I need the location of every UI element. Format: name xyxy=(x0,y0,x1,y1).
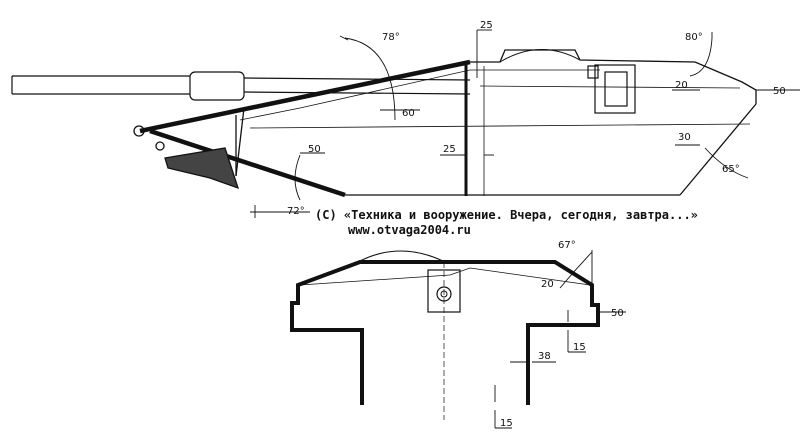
dim-lower-front-angle: 72° xyxy=(287,206,305,217)
side-dimension-lines xyxy=(250,29,800,218)
dim-side-upper: 20 xyxy=(541,279,554,290)
dim-upper-angle: 78° xyxy=(382,32,400,43)
dim-rear-wall: 50 xyxy=(773,86,786,97)
cross-section-view: 67° 20 50 15 38 15 xyxy=(290,240,626,429)
side-view: 78° 60 25 80° 20 50 25 30 65° 50 72° xyxy=(11,20,800,218)
gun-barrel xyxy=(11,71,741,101)
dim-lower-side: 38 xyxy=(538,351,551,362)
dim-bulkhead: 25 xyxy=(443,144,456,155)
dim-upper-thickness: 60 xyxy=(402,108,415,119)
dim-rear-lower-angle: 65° xyxy=(722,164,740,175)
lower-front-armor xyxy=(149,128,346,198)
dim-rear-upper: 20 xyxy=(675,80,688,91)
breech-block xyxy=(587,64,636,114)
caption-line-1: (С) «Техника и вооружение. Вчера, сегодн… xyxy=(315,208,698,222)
hull-outline xyxy=(239,49,757,196)
section-dimension-lines xyxy=(494,250,626,429)
front-linkage xyxy=(133,107,245,190)
dim-side-wall: 50 xyxy=(611,308,624,319)
dim-step: 15 xyxy=(573,342,586,353)
caption-line-2: www.otvaga2004.ru xyxy=(348,223,471,237)
dim-rear-angle: 80° xyxy=(685,32,703,43)
dim-bottom: 15 xyxy=(500,418,513,429)
upper-front-armor xyxy=(139,59,471,134)
dim-rear-lower: 30 xyxy=(678,132,691,143)
dim-lower-front: 50 xyxy=(308,144,321,155)
dim-side-angle: 67° xyxy=(558,240,576,251)
section-armor-profile xyxy=(290,260,600,405)
dim-roof-thickness: 25 xyxy=(480,20,493,31)
